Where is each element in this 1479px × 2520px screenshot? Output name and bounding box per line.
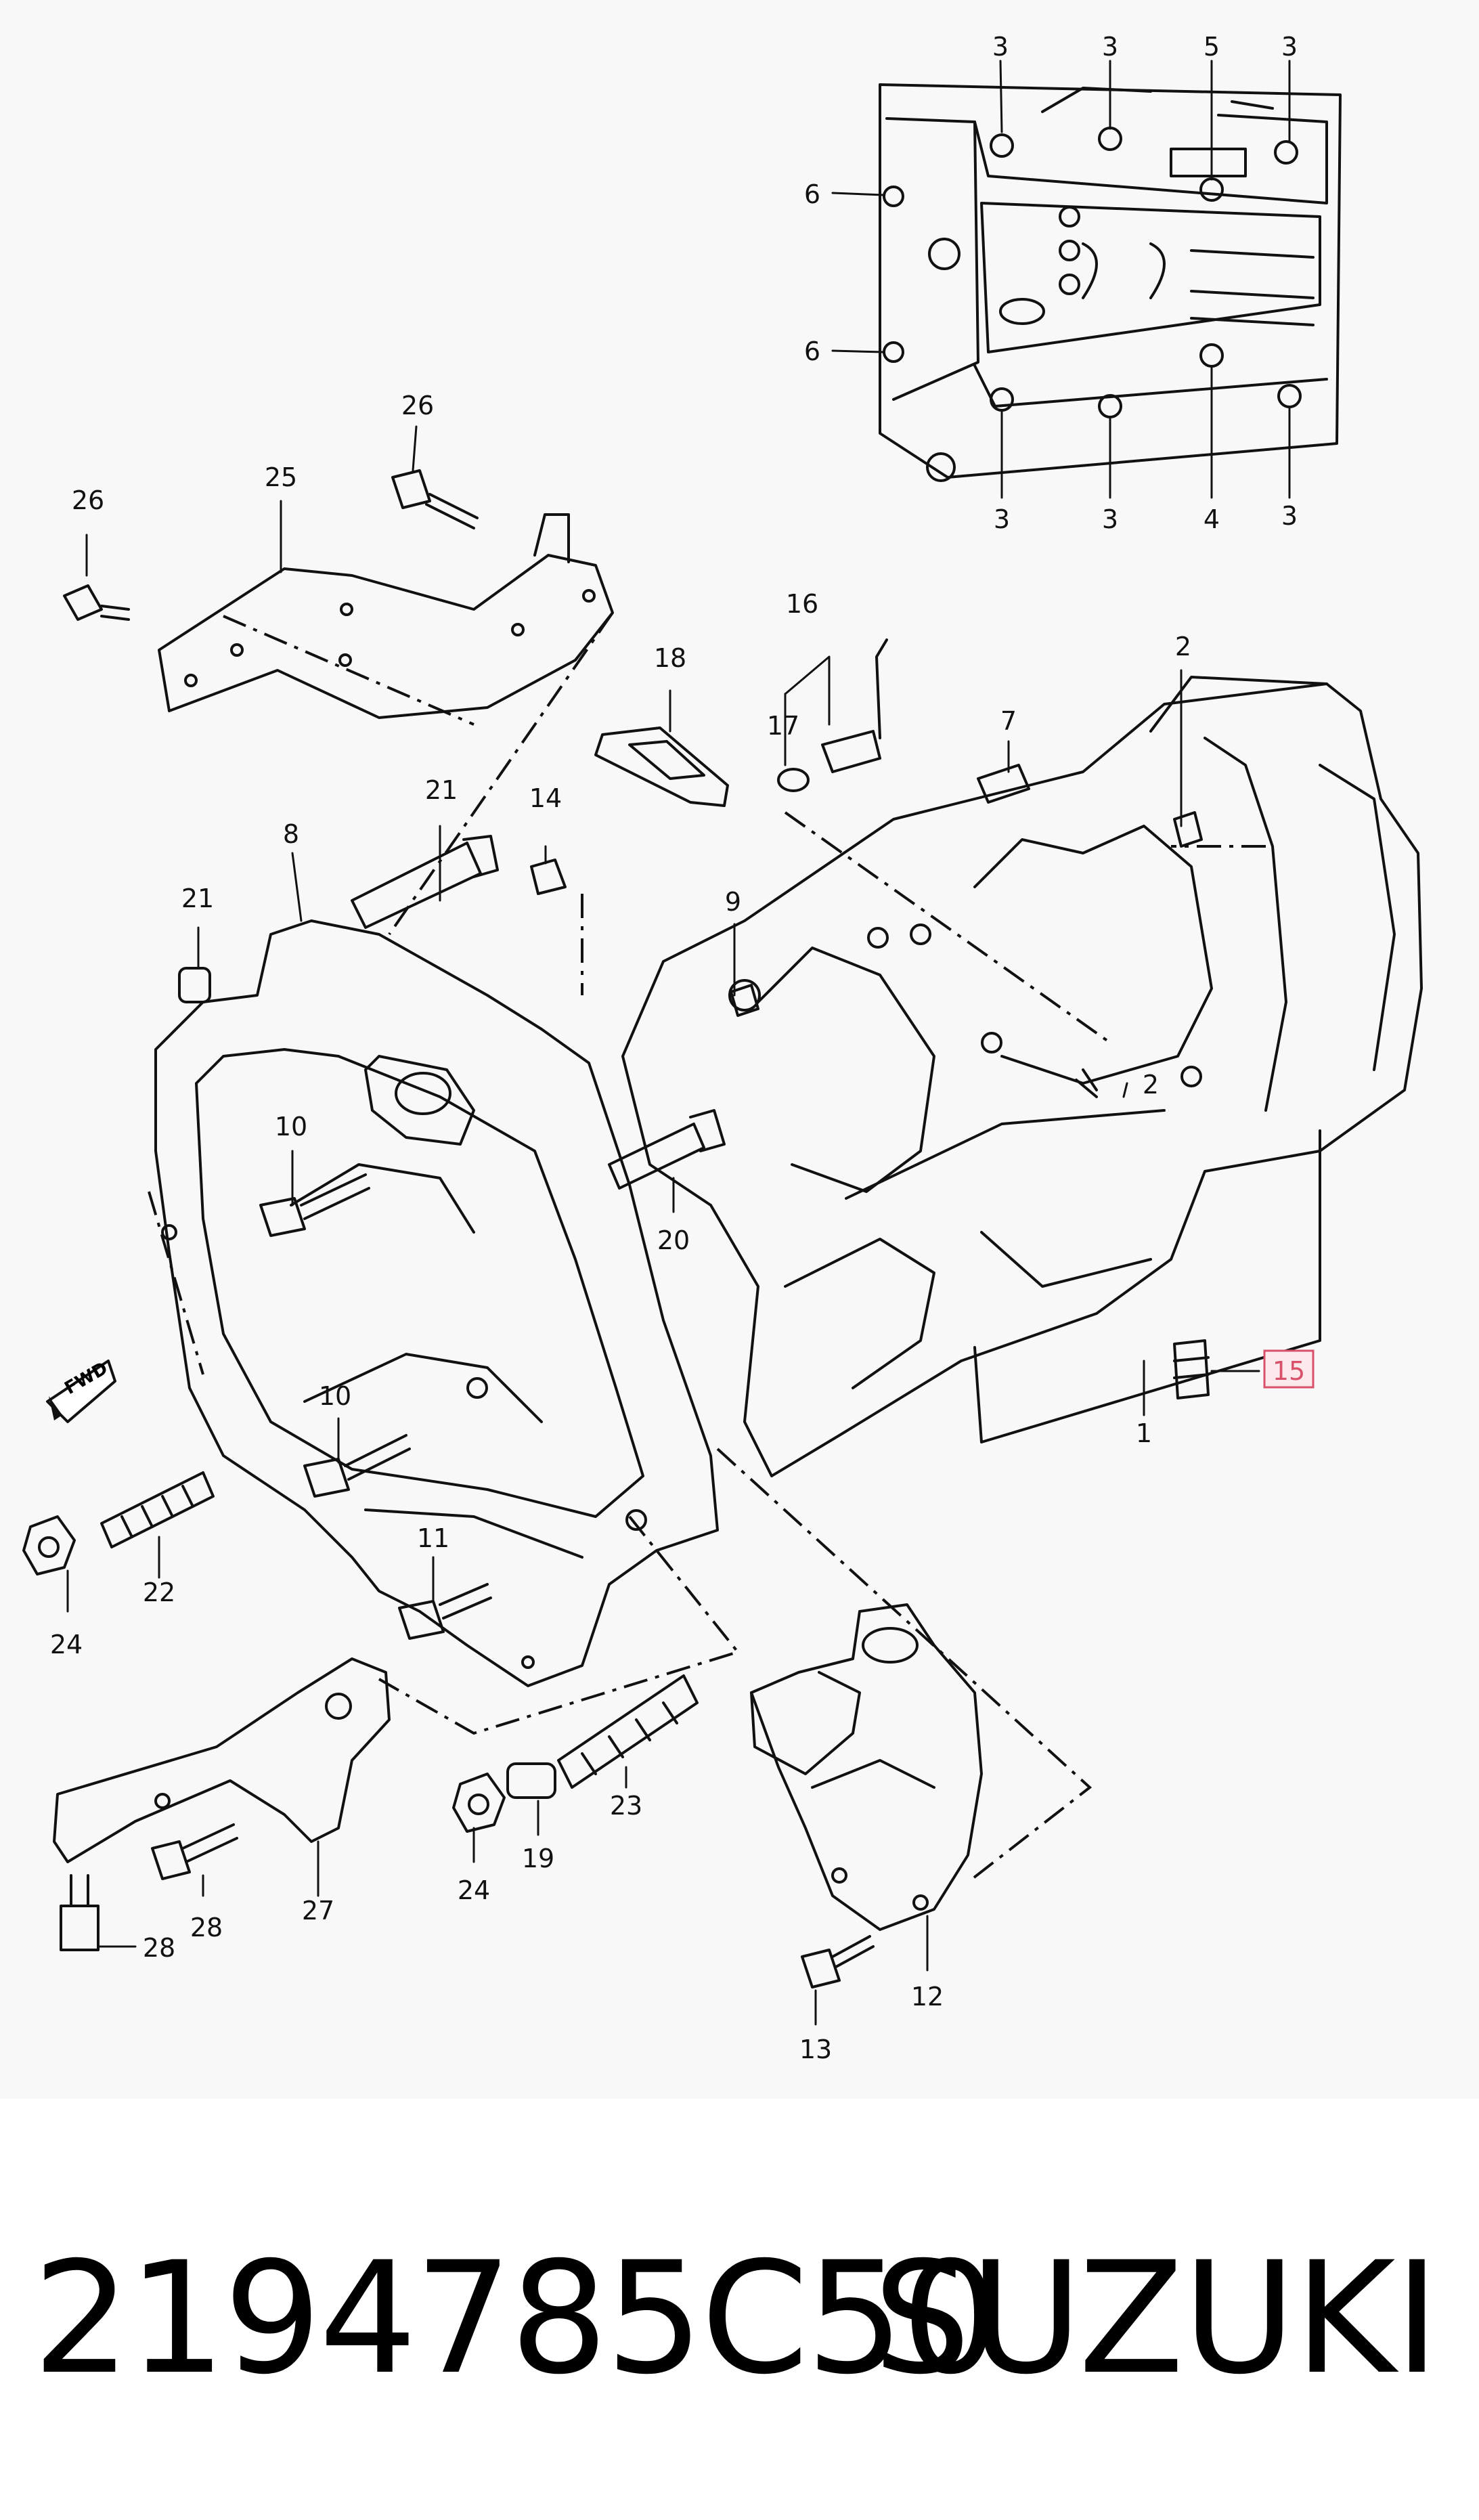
bolt-28-diag <box>151 1823 238 1880</box>
transmission-case-1 <box>608 676 1423 1477</box>
callout-25: 25 <box>265 462 297 492</box>
callout-19: 19 <box>522 1844 554 1873</box>
callout-22: 22 <box>143 1578 175 1607</box>
callout-21-stud: 21 <box>425 775 458 805</box>
callout-1: 1 <box>1136 1418 1152 1448</box>
bolt-26-left <box>63 584 130 621</box>
part-number: 2194785C50 <box>32 2228 1000 2408</box>
callout-16: 16 <box>786 589 818 619</box>
callout-inset-left-1: 6 <box>804 179 820 209</box>
cover-12 <box>750 1603 983 1931</box>
dowel-19 <box>506 1762 556 1799</box>
plug-14 <box>530 859 567 895</box>
callout-26-left: 26 <box>72 485 104 515</box>
callout-inset-top-1: 3 <box>992 32 1009 62</box>
callout-2-mid: 2 <box>1143 1070 1159 1100</box>
callout-11: 11 <box>417 1523 449 1553</box>
callout-leaders <box>66 425 1260 2026</box>
callout-inset-bottom-1: 3 <box>994 504 1010 534</box>
callout-inset-bottom-4: 3 <box>1281 501 1298 531</box>
callout-23: 23 <box>610 1791 642 1821</box>
callout-21-pin: 21 <box>181 884 214 913</box>
callout-7: 7 <box>1000 706 1017 736</box>
pin-21 <box>178 967 211 1003</box>
callout-13: 13 <box>799 2035 832 2064</box>
callout-10-bottom: 10 <box>319 1381 351 1411</box>
nut-24-center <box>452 1773 506 1833</box>
footer <box>0 2099 1479 2520</box>
fwd-direction-badge: FWD <box>46 1358 116 1423</box>
bolt-13 <box>801 1935 875 1989</box>
bracket-27 <box>53 1657 391 1863</box>
callout-inset-top-2: 3 <box>1102 32 1118 62</box>
upper-bracket-25 <box>158 513 614 719</box>
bolt-26-right <box>391 469 479 529</box>
stud-22 <box>100 1471 215 1548</box>
nut-24-left <box>22 1515 76 1576</box>
exploded-parts-diagram: FWD <box>22 32 1423 2064</box>
callout-24-center: 24 <box>458 1875 490 1905</box>
highlight-box <box>1263 1349 1315 1389</box>
plug-15 <box>1173 1339 1210 1399</box>
clutch-housing-8 <box>154 919 719 1687</box>
callout-inset-bottom-3: 4 <box>1204 504 1220 534</box>
callout-14: 14 <box>529 783 562 813</box>
alignment-lines <box>148 611 1266 1884</box>
callout-28-vert: 28 <box>143 1933 175 1963</box>
callout-17: 17 <box>767 711 799 741</box>
brand-name: SUZUKI <box>873 2228 1440 2408</box>
sensor-16 <box>777 638 888 792</box>
stud-23 <box>557 1674 699 1789</box>
callout-12: 12 <box>911 1982 944 2012</box>
callout-inset-top-4: 3 <box>1281 32 1298 62</box>
callout-inset-left-2: 6 <box>804 336 820 366</box>
callout-24-left: 24 <box>50 1630 83 1659</box>
parts-diagram-panel: FWD <box>22 32 1423 2064</box>
callout-2-top: 2 <box>1175 632 1191 661</box>
callout-inset-bottom-2: 3 <box>1102 504 1118 534</box>
callout-18: 18 <box>654 643 686 673</box>
callout-10-top: 10 <box>275 1112 307 1142</box>
callout-20: 20 <box>657 1225 690 1255</box>
gasket-18 <box>594 726 729 807</box>
callout-27: 27 <box>302 1896 334 1926</box>
callout-28-diag: 28 <box>190 1913 223 1942</box>
callout-inset-top-3: 5 <box>1204 32 1220 62</box>
callout-26-right: 26 <box>401 391 434 420</box>
callout-9: 9 <box>725 887 741 917</box>
bolt-28-vert <box>60 1874 100 1951</box>
callout-8: 8 <box>283 819 299 849</box>
callout-labels: 3 3 5 3 6 6 3 3 4 3 26 25 26 18 16 17 2 … <box>50 32 1315 2064</box>
callout-15: 15 <box>1273 1356 1305 1386</box>
inset-case-view <box>831 60 1342 499</box>
stud-21 <box>351 835 499 929</box>
callout-15-highlight: 15 <box>1263 1349 1315 1389</box>
